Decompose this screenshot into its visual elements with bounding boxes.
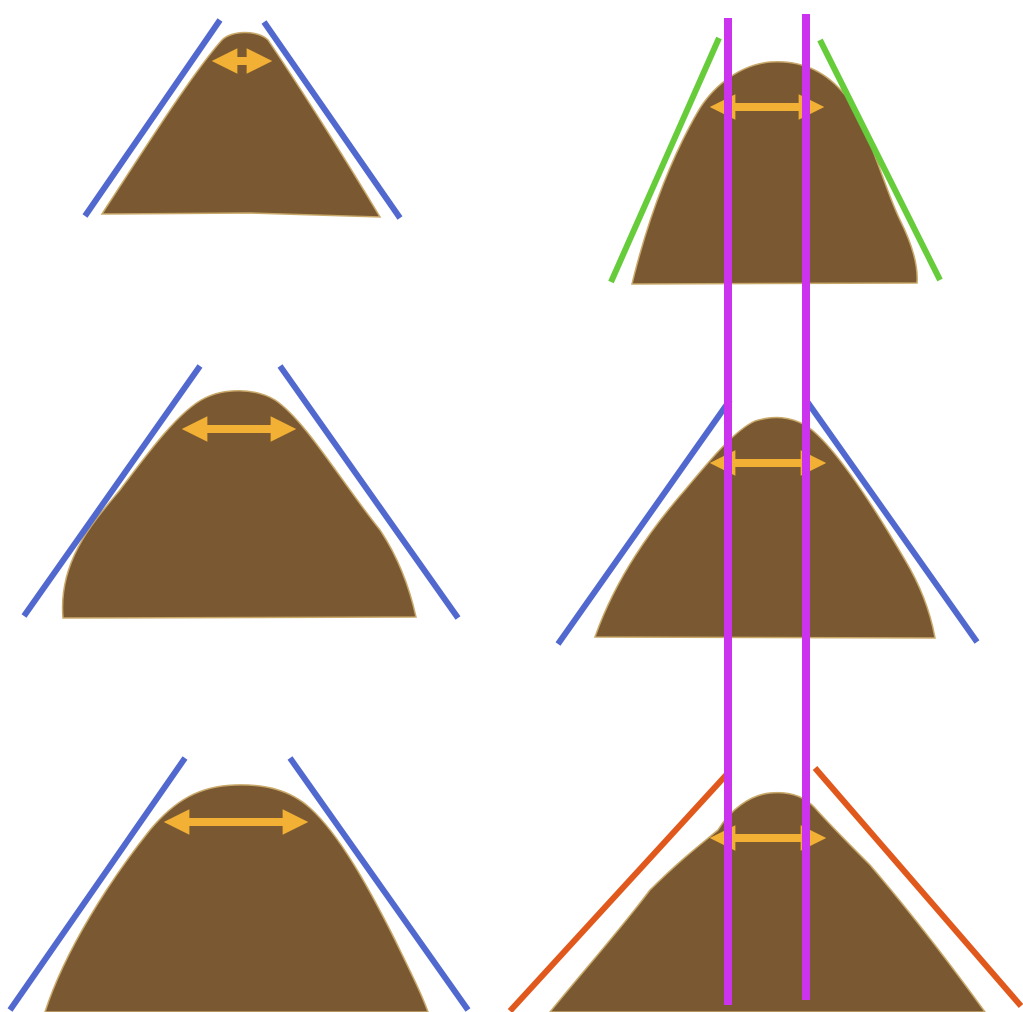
mound-group-left-bottom (10, 758, 468, 1012)
mound-right-bottom (550, 793, 985, 1012)
mound-group-left-middle (24, 366, 458, 618)
mound-group-left-top (85, 20, 400, 218)
mound-group-right-bottom (510, 768, 1021, 1012)
mound-group-right-top (611, 38, 940, 284)
mound-group-right-middle (558, 400, 977, 644)
mound-left-middle (63, 391, 416, 618)
mound-right-top (632, 62, 917, 284)
mound-right-middle (595, 418, 935, 638)
